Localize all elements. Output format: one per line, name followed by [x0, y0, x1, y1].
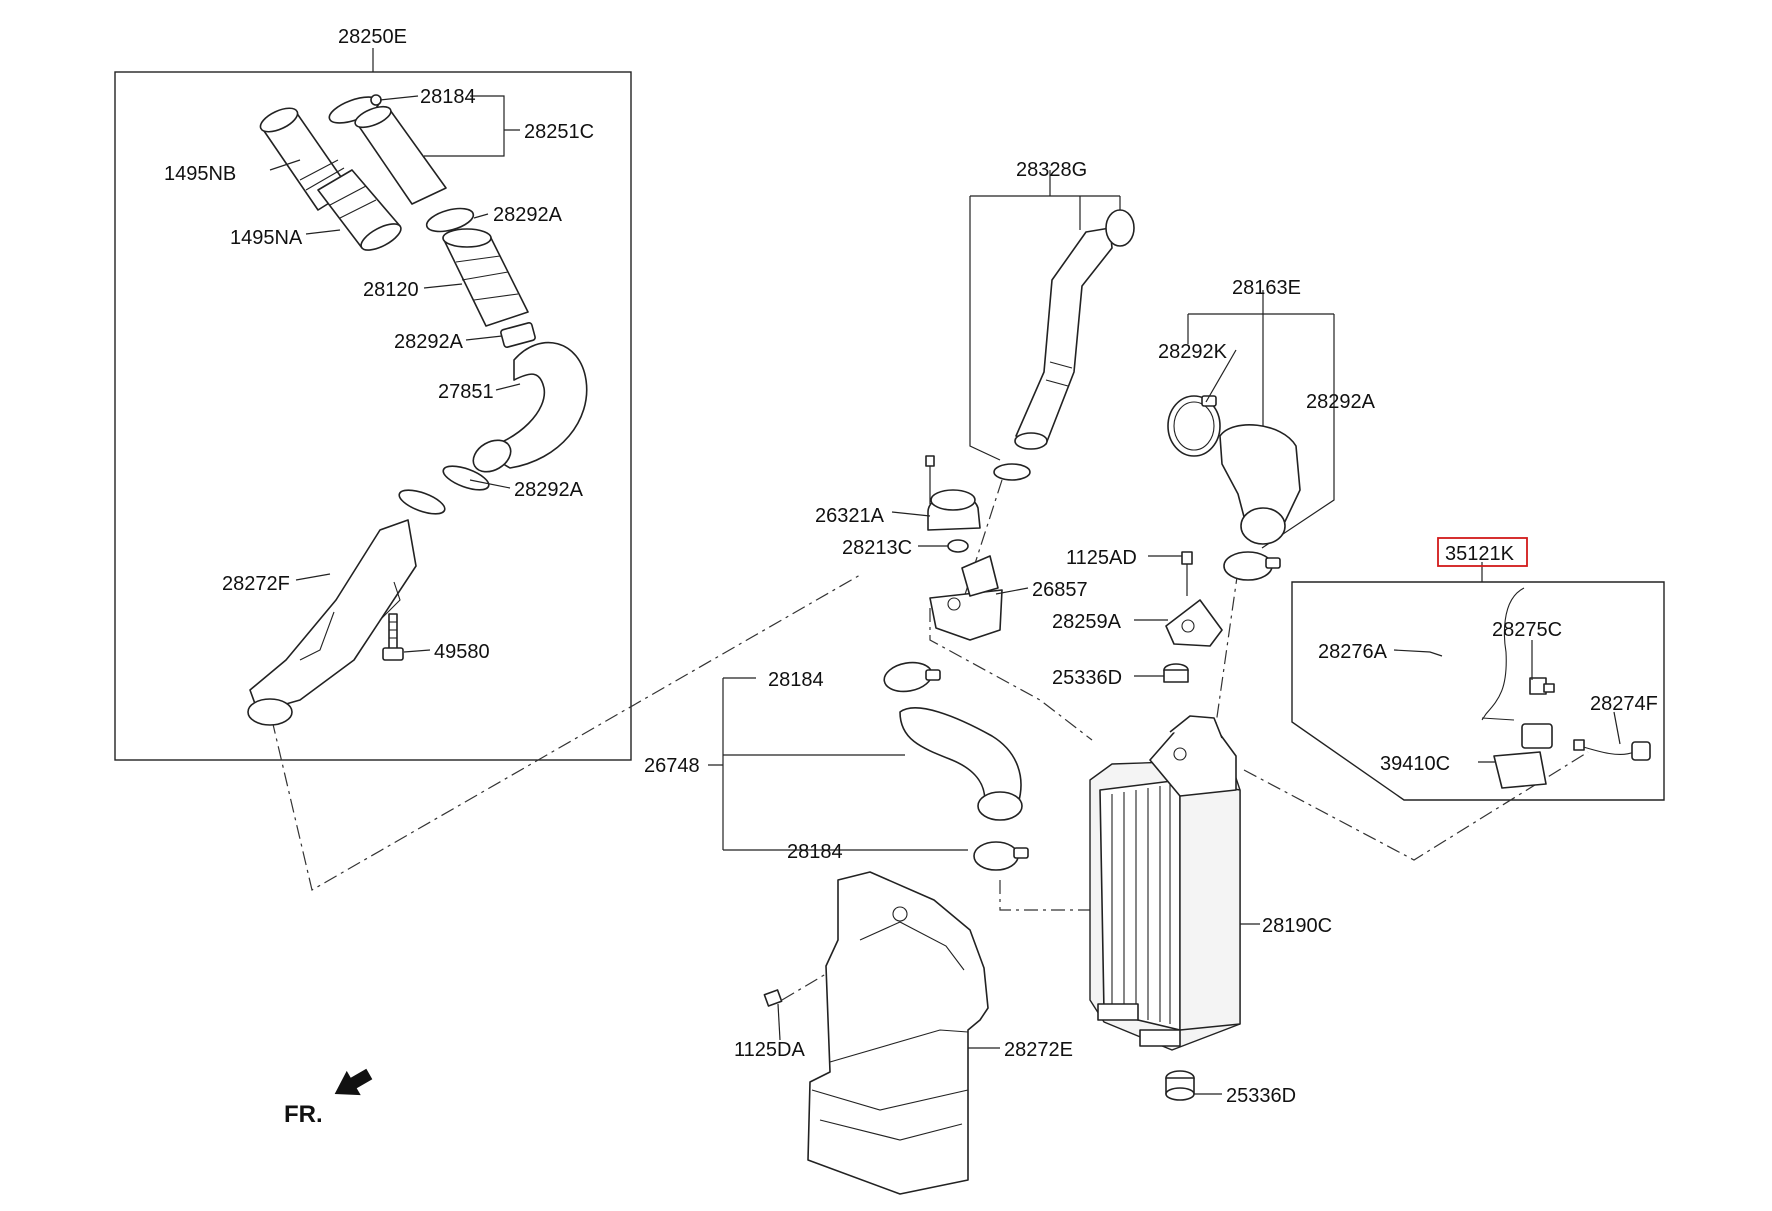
label-25336D-bottom: 25336D — [1226, 1085, 1296, 1107]
bolt-26321A — [925, 455, 935, 504]
housing-26857 — [929, 555, 1003, 641]
label-28272E: 28272E — [1004, 1039, 1073, 1061]
label-28292A-4: 28292A — [1306, 391, 1376, 413]
hose-1495NA — [317, 169, 402, 251]
clamp-28292A-2 — [500, 322, 536, 348]
highlight-box-35121K — [1437, 537, 1528, 567]
pipe-28120 — [442, 228, 529, 327]
label-28120: 28120 — [363, 279, 419, 301]
label-35121K: 35121K — [1445, 543, 1515, 565]
label-27851: 27851 — [438, 381, 494, 403]
label-28275C: 28275C — [1492, 619, 1562, 641]
clamp-28328G-top — [1105, 209, 1135, 247]
clamp-28184-mid — [883, 661, 941, 693]
label-26321A: 26321A — [815, 505, 885, 527]
hose-28276A — [1481, 587, 1525, 721]
group-bracket-28251C — [424, 95, 520, 157]
label-49580: 49580 — [434, 641, 490, 663]
label-28272F: 28272F — [222, 573, 290, 595]
label-28292A-3: 28292A — [514, 479, 584, 501]
connection-dash-mid — [929, 608, 1093, 741]
label-26748: 26748 — [644, 755, 700, 777]
connection-dash-left — [271, 574, 861, 891]
connector-28275C — [1529, 677, 1555, 695]
hose-28163E — [1219, 424, 1301, 545]
clamp-28292K — [1167, 395, 1221, 457]
connection-dash-pipe — [1207, 569, 1239, 781]
seal-28213C — [947, 539, 969, 553]
hose-28251C — [354, 105, 447, 205]
clamp-28292A-1 — [425, 207, 475, 233]
intercooler-28190C — [1089, 715, 1241, 1051]
label-25336D-top: 25336D — [1052, 667, 1122, 689]
bracket-28259A — [1165, 599, 1223, 647]
air-guide-28272E — [807, 871, 989, 1195]
label-28250E: 28250E — [338, 26, 407, 48]
sensor-39410C — [1493, 723, 1553, 789]
label-28292K: 28292K — [1158, 341, 1228, 363]
label-28259A: 28259A — [1052, 611, 1122, 633]
label-28184-top: 28184 — [420, 86, 476, 108]
mount-25336D-top — [1163, 663, 1189, 683]
actuator-26321A — [927, 489, 981, 531]
label-1495NA: 1495NA — [230, 227, 303, 249]
group-bracket-28163E — [1187, 290, 1335, 549]
clamp-28328G-bottom — [993, 463, 1031, 481]
connection-dash-lowhose — [999, 880, 1090, 911]
connection-dash-right — [1243, 751, 1589, 861]
label-39410C: 39410C — [1380, 753, 1450, 775]
label-1125AD: 1125AD — [1066, 547, 1137, 569]
label-28274F: 28274F — [1590, 693, 1658, 715]
hose-26748 — [899, 707, 1023, 821]
group-bracket-26748 — [708, 677, 968, 851]
label-front: FR. — [284, 1101, 323, 1128]
label-28328G: 28328G — [1016, 159, 1087, 181]
label-28251C: 28251C — [524, 121, 594, 143]
label-28276A: 28276A — [1318, 641, 1388, 663]
label-1125DA: 1125DA — [734, 1039, 805, 1061]
harness-28274F — [1573, 739, 1651, 761]
hose-27851 — [472, 341, 588, 473]
bolt-1125AD — [1181, 551, 1193, 596]
bolt-1125DA — [763, 989, 783, 1041]
label-26857: 26857 — [1032, 579, 1088, 601]
label-28292A-1: 28292A — [493, 204, 563, 226]
label-28184-mid: 28184 — [768, 669, 824, 691]
label-1495NB: 1495NB — [164, 163, 236, 185]
pipe-28272F — [247, 519, 417, 726]
label-28292A-2: 28292A — [394, 331, 464, 353]
label-28163E: 28163E — [1232, 277, 1301, 299]
clamp-28184-low — [973, 841, 1029, 871]
clamp-28292A-3 — [398, 465, 490, 515]
front-arrow-icon — [334, 1068, 373, 1096]
group-bracket-28328G — [969, 170, 1121, 461]
label-28213C: 28213C — [842, 537, 912, 559]
group-frame-35121K — [1291, 581, 1665, 801]
clamp-28292A-4 — [1223, 551, 1281, 581]
pipe-28328G — [1014, 227, 1113, 450]
bolt-49580 — [382, 613, 404, 661]
mount-25336D-bottom — [1165, 1070, 1195, 1101]
label-28184-low: 28184 — [787, 841, 843, 863]
label-28190C: 28190C — [1262, 915, 1332, 937]
